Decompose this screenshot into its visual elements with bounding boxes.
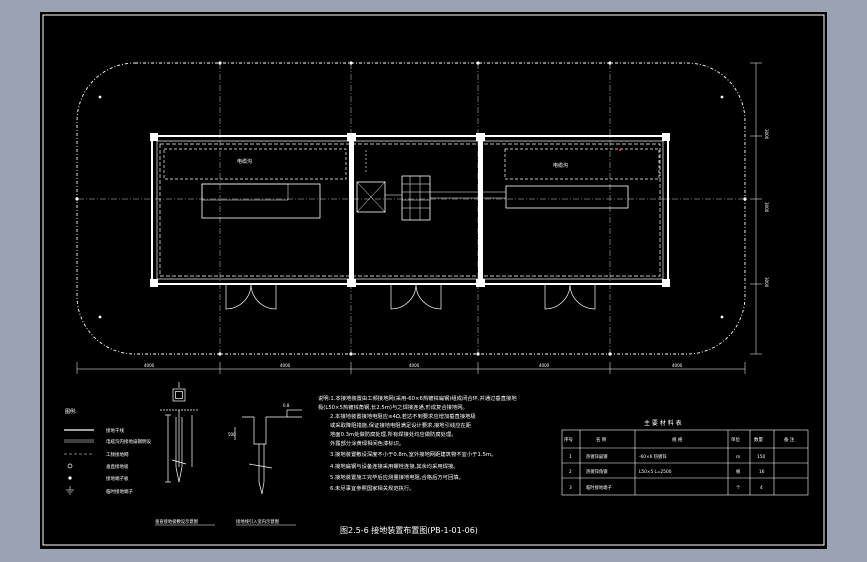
bottom-dimension [76, 362, 746, 374]
legend-item-1: 接地干线 [106, 427, 124, 434]
dim-right-1: 3000 [764, 129, 769, 140]
table-cell: 热镀锌扁钢 [586, 453, 607, 460]
table-cell: 临时接地端子 [586, 484, 612, 491]
legend: 图例: 接地干线 电缆沟内接地扁钢明设 工频接地网 垂直接地极 接地端子板 临时… [64, 408, 151, 495]
drawing-title: 图2.5-6 接地装置布置图(PB-1-01-06) [340, 525, 478, 535]
note-line: 3.接地装置敷设深度不小于0.8m,室外接地网距建筑物不宜小于1.5m。 [330, 450, 496, 458]
note-line: 2.本接地装置接地电阻应≤4Ω,若达不到要求应增加垂直接地极 [330, 412, 476, 420]
table-cell: 3 [569, 485, 572, 491]
sheet-border [42, 14, 825, 546]
legend-item-6: 临时接地端子 [106, 488, 133, 495]
note-line: 说明:1.本接地装置由工频接地网(采用-60×6热镀锌扁钢)组成闭合环,并通过垂… [318, 394, 517, 402]
dim-bottom-1: 4000 [144, 363, 155, 368]
table-cell: 4 [760, 485, 763, 491]
note-line: 6.未尽事宜参照国家相关规范执行。 [330, 484, 415, 492]
right-trench-label: 电缆沟 [553, 162, 568, 169]
note-line: 4.接地扁钢与设备连接采用螺栓连接,其余均采用焊接。 [330, 462, 459, 470]
axis-lines [78, 63, 745, 354]
rod-detail-caption: 垂直接地极敷设示意图 [155, 518, 198, 525]
lead-in-detail [234, 409, 302, 495]
note-line: 外露部分涂黄绿相间色漆标识。 [330, 439, 404, 447]
legend-item-4: 垂直接地极 [106, 463, 129, 470]
dim-bottom-4: 4000 [539, 363, 550, 368]
table-cell: 个 [736, 485, 741, 491]
table-cell: 1 [569, 454, 572, 460]
dim-bottom-2: 4000 [280, 363, 291, 368]
table-header: 序号 [564, 436, 573, 443]
dim-bottom-5: 4000 [672, 363, 683, 368]
legend-symbol-dot [68, 476, 72, 480]
table-cell: 热镀锌角钢 [586, 468, 607, 475]
lead-in-height: 500 [228, 432, 236, 437]
drawing-sheet: 电缆沟 电缆沟 4000 4000 4000 4000 4000 3000 30… [40, 12, 827, 549]
table-header: 备 注 [784, 436, 795, 443]
note-line: 地面0.3m处做防腐处理,所有焊接处均应做防腐处理。 [330, 430, 457, 438]
note-line: 或采取降阻措施,保证接地电阻满足设计要求,接地引线应在距 [330, 421, 472, 429]
right-dimension [750, 62, 762, 355]
legend-heading: 图例: [65, 408, 77, 415]
table-cell: L50×5 L=2500 [639, 469, 672, 475]
table-cell: 根 [736, 468, 741, 475]
table-header: 数量 [754, 436, 763, 443]
ground-rods [75, 61, 747, 356]
table-cell: 150 [757, 454, 765, 460]
table-cell: m [736, 455, 740, 460]
rod-detail [160, 382, 198, 483]
table-cell: -60×6 热镀锌 [639, 453, 667, 460]
lead-in-caption: 接地线引入室内示意图 [236, 518, 279, 525]
table-cell: 16 [759, 469, 765, 475]
notes: 说明:1.本接地装置由工频接地网(采用-60×6热镀锌扁钢)组成闭合环,并通过垂… [318, 394, 517, 492]
dim-right-2: 3000 [764, 202, 769, 213]
legend-item-3: 工频接地网 [106, 451, 129, 458]
building [150, 133, 670, 310]
dim-bottom-3: 4000 [409, 363, 420, 368]
table-header: 名 称 [596, 436, 607, 443]
table-header: 单位 [731, 436, 740, 443]
left-trench-label: 电缆沟 [237, 158, 252, 165]
note-line: 极(L50×5热镀锌角钢,长2.5m)与之焊接连通,形成复合接地网。 [318, 403, 468, 411]
material-table: 主 要 材 料 表 序号 名 称 规 格 单位 数量 备 注 1 热镀锌扁钢 -… [561, 419, 809, 496]
table-header: 规 格 [672, 436, 683, 443]
legend-symbol-ground [66, 486, 74, 495]
legend-item-2: 电缆沟内接地扁钢明设 [106, 438, 151, 445]
dim-right-3: 3000 [764, 277, 769, 288]
table-cell: 2 [569, 469, 572, 475]
table-title: 主 要 材 料 表 [644, 419, 682, 427]
legend-symbol-circle [67, 463, 73, 469]
lead-in-depth: 0.8 [283, 403, 290, 408]
note-line: 5.接地装置施工完毕后应测量接地电阻,合格后方可回填。 [330, 473, 464, 481]
layout-drawing: 电缆沟 电缆沟 4000 4000 4000 4000 4000 3000 30… [42, 14, 825, 546]
ground-loop [76, 62, 746, 355]
legend-item-5: 接地端子板 [106, 475, 129, 482]
